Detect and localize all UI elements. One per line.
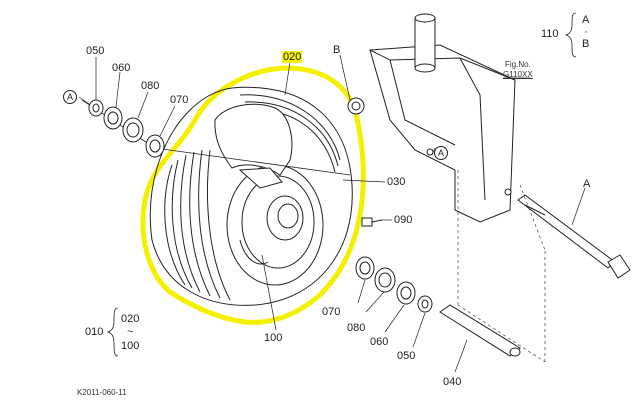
ref-a-left: A (63, 90, 77, 104)
bracket-braces (106, 12, 577, 357)
caster-bracket (369, 13, 516, 223)
callout-070-left: 070 (170, 94, 189, 106)
range-010-number: 010 (85, 326, 104, 338)
range-110-top: A (582, 14, 590, 26)
callout-020: 020 (282, 51, 303, 63)
wheel-highlight-outline (140, 65, 366, 325)
bottom-bearing-stack (355, 256, 433, 313)
projection-lines (457, 170, 546, 363)
range-010-to: 100 (121, 340, 140, 352)
footer-code: K2011-060-11 (77, 388, 127, 397)
range-110-bottom: B (582, 38, 590, 50)
ref-a-left-circle: A (63, 90, 77, 104)
fig-label: Fig.No. (505, 60, 531, 69)
callout-060-left: 060 (112, 62, 131, 74)
range-010-tilde: ~ (127, 326, 134, 338)
callout-080-bottom: 080 (347, 322, 366, 334)
rim-section (214, 103, 293, 189)
callout-a-shaft: A (583, 178, 591, 190)
axle-line (81, 99, 351, 176)
bolt-a (517, 194, 631, 279)
ref-a-bracket: A (434, 146, 448, 160)
callout-050-bottom: 050 (397, 350, 416, 362)
callout-080-left: 080 (141, 80, 160, 92)
callout-070-bottom: 070 (322, 306, 341, 318)
callout-050-left: 050 (86, 45, 105, 57)
leader-lines (78, 54, 586, 373)
callout-030: 030 (387, 176, 406, 188)
part-b-bushing (347, 97, 365, 115)
valve-090 (361, 217, 383, 227)
fig-code: G110XX (503, 70, 533, 79)
range-110-number: 110 (541, 28, 559, 40)
callout-100: 100 (264, 332, 283, 344)
callout-b-top: B (333, 44, 341, 56)
left-bearing-stack (88, 99, 165, 158)
range-110-dot: · (584, 26, 588, 38)
callout-060-bottom: 060 (370, 336, 389, 348)
callout-040: 040 (443, 376, 462, 388)
callout-090: 090 (394, 214, 413, 226)
axle-shaft-040 (439, 304, 521, 357)
range-010-from: 020 (121, 313, 140, 325)
ref-a-bracket-circle: A (434, 146, 448, 160)
